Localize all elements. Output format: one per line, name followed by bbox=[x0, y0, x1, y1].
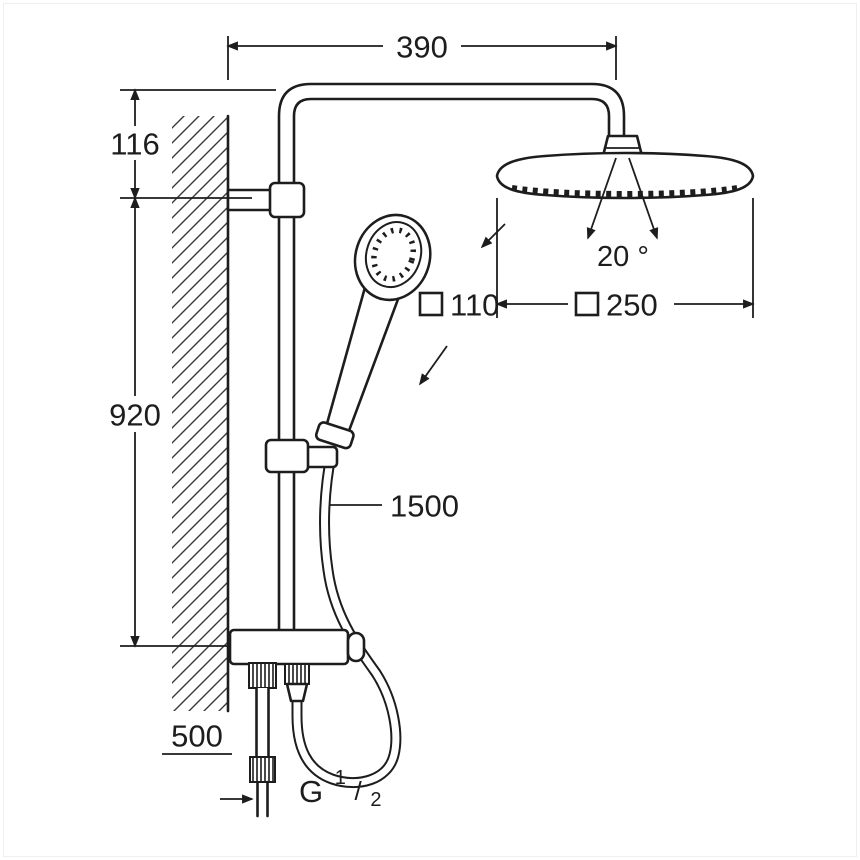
label-hand-shower-size: 110 bbox=[418, 288, 499, 323]
hand-shower-handle bbox=[325, 287, 400, 434]
pipe-outer-line bbox=[277, 82, 626, 634]
dimension-arm-projection: 390 bbox=[226, 28, 618, 80]
hand-shower-face-ring bbox=[364, 221, 423, 289]
head-shower bbox=[495, 134, 755, 200]
label-supply-length: 500 bbox=[162, 719, 254, 804]
tilt-indicators bbox=[418, 223, 506, 386]
swivel-angle-callout: 20 ° bbox=[586, 157, 659, 273]
dimension-rail-height: 920 bbox=[101, 196, 231, 648]
supply-pipe-fill bbox=[256, 688, 269, 757]
dim-500-label: 500 bbox=[171, 719, 223, 754]
head-shower-tilt-arrow-icon bbox=[480, 223, 506, 249]
glide-holder bbox=[264, 438, 339, 474]
square-symbol-icon bbox=[418, 291, 444, 317]
wall-section bbox=[172, 114, 230, 713]
hand-shower bbox=[314, 213, 432, 450]
holder-collar bbox=[264, 438, 310, 474]
mixer-valve bbox=[228, 628, 366, 666]
dim-116-label: 116 bbox=[110, 127, 159, 162]
dim-390-label: 390 bbox=[396, 30, 448, 65]
swivel-angle-label: 20 ° bbox=[597, 241, 649, 273]
shower-rail-and-arm bbox=[277, 82, 626, 634]
thread-denominator: 2 bbox=[370, 789, 381, 811]
label-thread-size: G 1 / 2 bbox=[299, 761, 381, 812]
pipe-inner-line bbox=[292, 97, 611, 634]
hand-shower-collar bbox=[314, 421, 355, 450]
angle-line-right-arrow-icon bbox=[628, 157, 659, 240]
hose-core bbox=[293, 449, 400, 787]
square-symbol-icon bbox=[574, 291, 600, 317]
union-nut-upper bbox=[248, 662, 277, 689]
dimension-head-drop: 116 bbox=[103, 88, 276, 200]
wall-bracket bbox=[226, 181, 306, 219]
dim-390-backing bbox=[383, 28, 461, 64]
hand-shower-nozzles bbox=[371, 227, 416, 282]
bracket-collar bbox=[268, 181, 306, 219]
head-shower-nozzles bbox=[511, 185, 739, 197]
thread-slash: / bbox=[355, 776, 363, 806]
union-nut-lower bbox=[249, 756, 276, 783]
mixer-end-cap bbox=[346, 631, 366, 663]
head-shower-plate bbox=[495, 151, 755, 200]
label-hose-length: 1500 bbox=[330, 489, 459, 524]
thread-letter: G bbox=[299, 774, 323, 809]
wall-hatch bbox=[172, 116, 228, 711]
dim-920-label: 920 bbox=[109, 398, 161, 433]
angle-line-left-arrow-icon bbox=[586, 157, 617, 240]
dim-1500-label: 1500 bbox=[390, 489, 459, 524]
hose-outline bbox=[291, 448, 402, 789]
thread-label: G 1 / 2 bbox=[299, 761, 381, 812]
thread-numerator: 1 bbox=[335, 767, 346, 789]
hose-cone bbox=[285, 682, 309, 703]
dim-920-backing bbox=[101, 396, 169, 432]
hose-nut bbox=[284, 663, 310, 685]
shower-hose bbox=[291, 448, 402, 789]
dim-116-backing bbox=[103, 126, 167, 160]
dimension-head-shower-size: 250 bbox=[495, 198, 755, 323]
angle-label-backing bbox=[589, 240, 657, 272]
hose-connection bbox=[284, 663, 310, 703]
mixer-body bbox=[228, 628, 350, 666]
dim-250-label: 250 bbox=[606, 288, 658, 323]
supply-connection bbox=[248, 662, 277, 818]
dim-110-label: 110 bbox=[450, 288, 499, 323]
hand-shower-tilt-arrow-icon bbox=[418, 345, 448, 386]
